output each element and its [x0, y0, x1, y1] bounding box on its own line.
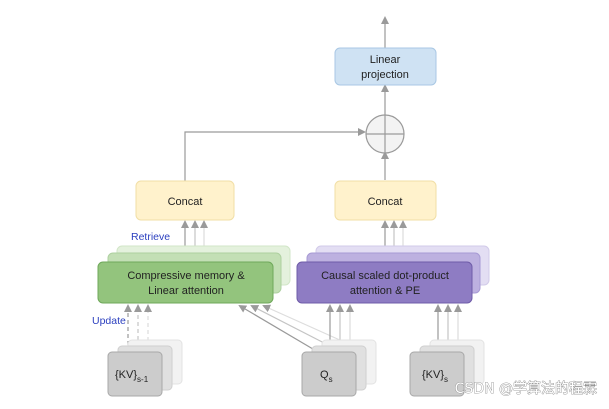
attention-label-line1: Causal scaled dot-product: [321, 270, 449, 282]
concat-left-block: Concat: [135, 180, 235, 221]
linear-label-line2: projection: [361, 69, 409, 81]
causal-attention-block: Causal scaled dot-product attention & PE: [296, 245, 490, 304]
sum-node: [365, 114, 405, 154]
linear-label-line1: Linear: [370, 54, 401, 66]
kv-prev-label: {KV}s-1: [115, 369, 149, 384]
memory-label-line2: Linear attention: [148, 285, 224, 297]
query-label: Qs: [320, 369, 333, 384]
input-query: Qs: [301, 339, 377, 397]
retrieve-label: Retrieve: [131, 231, 170, 243]
watermark: CSDN @学算法的程霖: [455, 381, 597, 397]
left-concat-to-sum-arrow: [184, 128, 366, 182]
concat-right-label: Concat: [368, 196, 403, 208]
input-kv-current: {KV}s: [409, 339, 485, 397]
input-kv-prev: {KV}s-1: [107, 339, 183, 397]
kv-current-label: {KV}s: [422, 369, 448, 384]
attention-label-line2: attention & PE: [350, 285, 420, 297]
compressive-memory-block: Compressive memory & Linear attention: [97, 245, 291, 304]
concat-right-block: Concat: [334, 180, 437, 221]
memory-label-line1: Compressive memory &: [127, 270, 245, 282]
update-label: Update: [92, 315, 126, 327]
concat-left-label: Concat: [168, 196, 203, 208]
query-to-memory-arrow: [238, 304, 319, 353]
linear-projection-block: Linear projection: [334, 47, 437, 86]
